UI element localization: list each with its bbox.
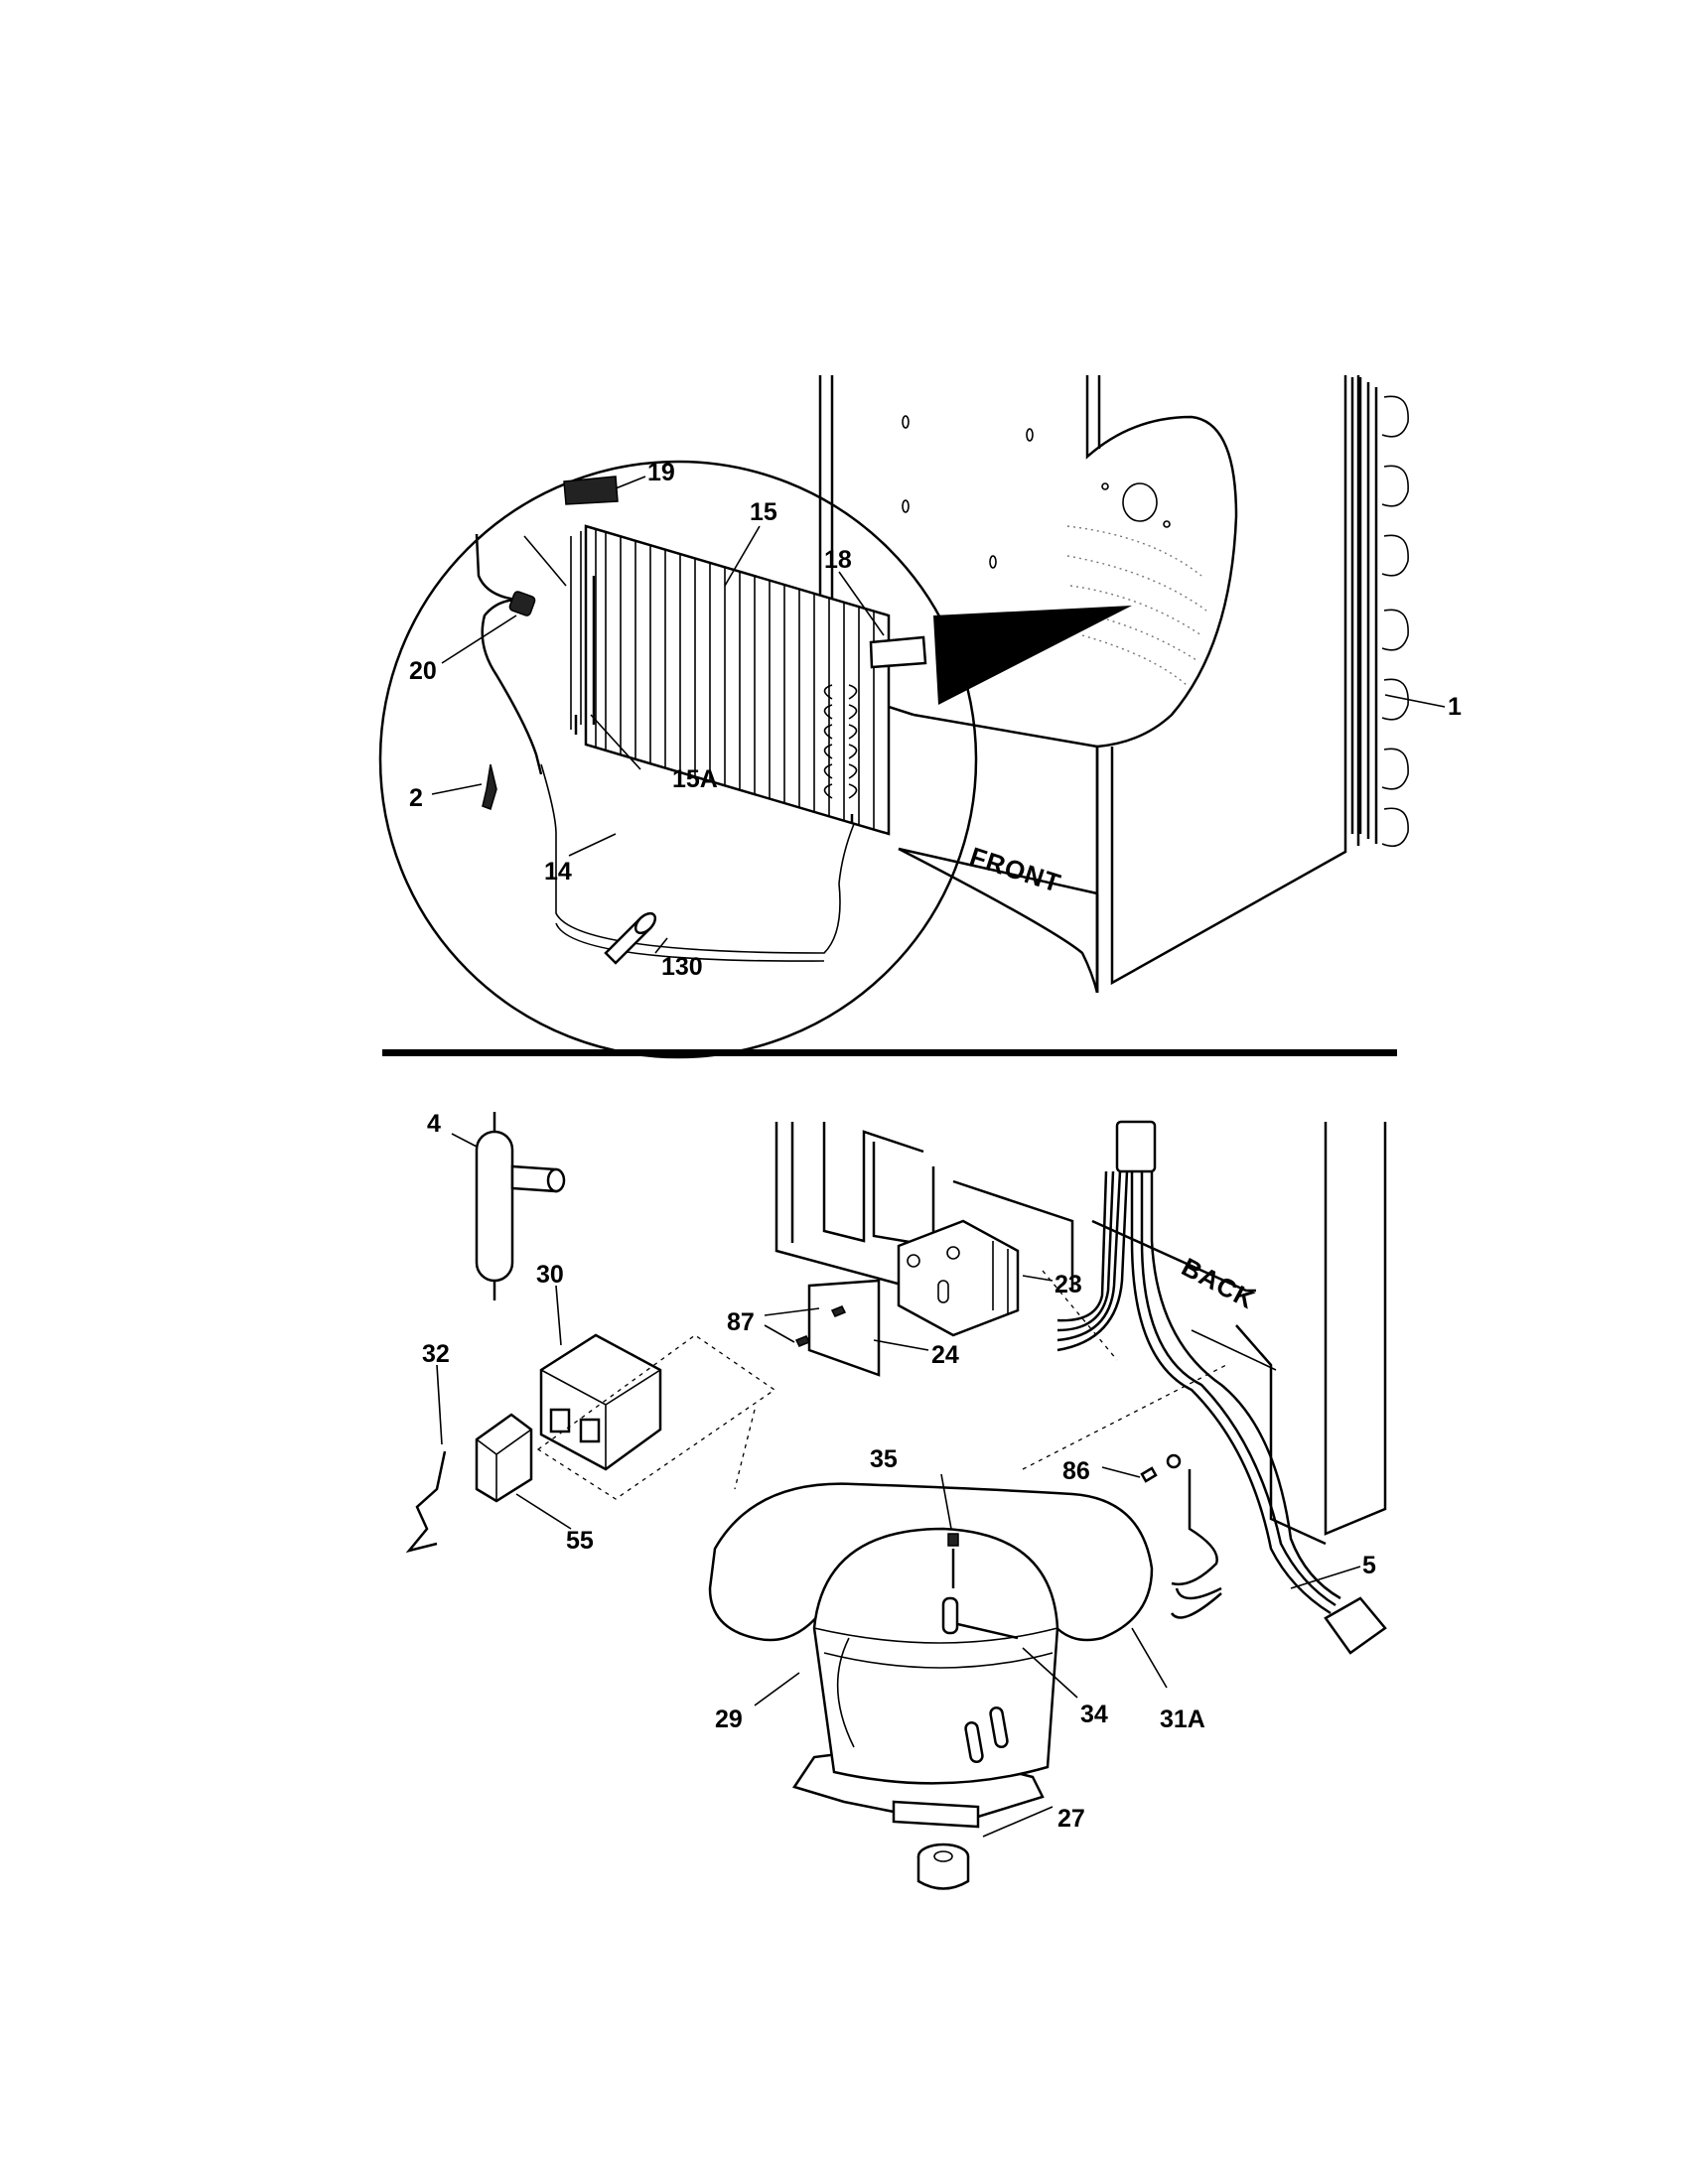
evaporator [570, 524, 891, 836]
relay-30 [539, 1333, 662, 1471]
callout-29: 29 [715, 1706, 743, 1733]
section-divider [382, 1049, 1397, 1056]
defrost-timer [897, 1219, 1020, 1337]
callout-34: 34 [1080, 1701, 1108, 1728]
drain-130 [604, 911, 657, 965]
cabinet-back-view [774, 1122, 1387, 1546]
detail-circle [378, 460, 978, 1059]
back-label: BACK [1177, 1252, 1260, 1315]
wire-32 [405, 1450, 447, 1554]
accumulator [475, 1112, 566, 1300]
callout-24: 24 [931, 1341, 959, 1369]
callout-27: 27 [1057, 1805, 1085, 1833]
front-label: FRONT [966, 841, 1064, 898]
condenser-coil [1350, 377, 1409, 848]
compressor [792, 1527, 1059, 1829]
callout-87: 87 [727, 1308, 755, 1336]
cabinet-front-view [818, 375, 1360, 994]
callout-19: 19 [647, 459, 675, 486]
callout-130: 130 [661, 953, 703, 981]
callout-30: 30 [536, 1261, 564, 1289]
callout-32: 32 [422, 1340, 450, 1368]
callout-31a: 31A [1160, 1706, 1205, 1733]
top-section: FRONT [378, 375, 1462, 1059]
callout-86: 86 [1062, 1457, 1090, 1485]
callout-14: 14 [544, 858, 572, 886]
defrost-heater-wire [475, 533, 855, 962]
overload-55 [475, 1413, 533, 1503]
callout-15: 15 [750, 498, 777, 526]
clip-2 [482, 763, 497, 810]
pad-18 [869, 635, 927, 669]
bracket-24 [807, 1279, 881, 1377]
callout-1: 1 [1448, 693, 1462, 721]
callout-4: 4 [427, 1110, 441, 1138]
callout-55: 55 [566, 1527, 594, 1555]
top-callouts: 19 15 18 20 15A 2 14 130 1 [409, 459, 1462, 981]
screws-87 [794, 1305, 847, 1347]
bottom-leader-lines [436, 1133, 1361, 1838]
callout-2: 2 [409, 784, 423, 812]
callout-23: 23 [1055, 1271, 1082, 1298]
grommet-27 [916, 1843, 970, 1890]
bottom-callouts: 4 30 32 55 87 24 23 35 86 5 29 34 31A 27 [422, 1110, 1376, 1833]
power-cord [1056, 1120, 1387, 1655]
callout-5: 5 [1362, 1552, 1376, 1579]
callout-35: 35 [870, 1445, 898, 1473]
top-leader-lines [431, 476, 1446, 954]
callout-15a: 15A [672, 765, 718, 793]
pad-19 [563, 476, 619, 505]
callout-18: 18 [824, 546, 852, 574]
bottom-section: BACK [405, 1110, 1387, 1890]
callout-20: 20 [409, 657, 437, 685]
ground-wire [1140, 1453, 1222, 1619]
